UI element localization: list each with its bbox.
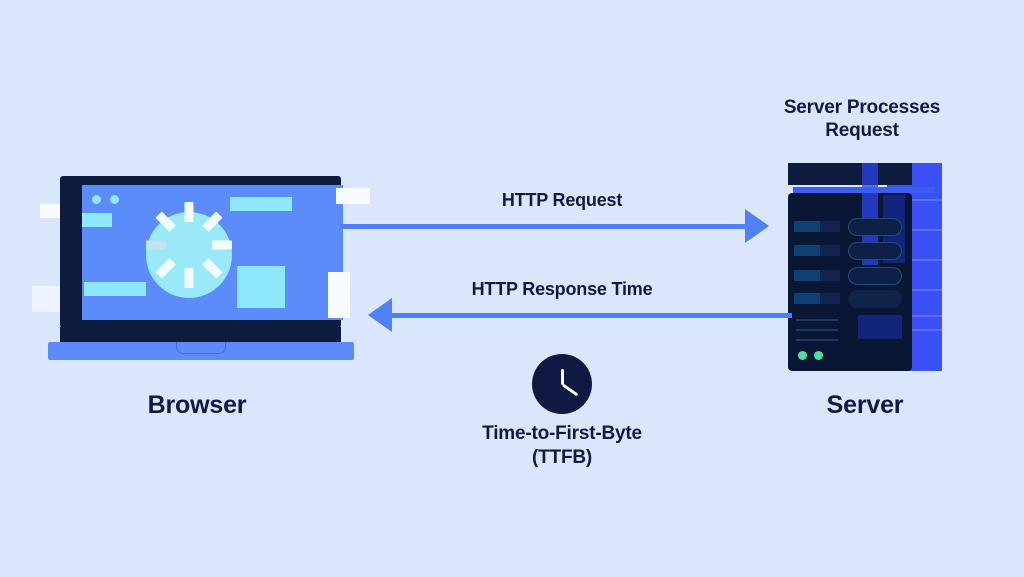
accent-streak <box>328 272 350 318</box>
loading-spinner-icon <box>146 202 232 298</box>
screen-placeholder-block <box>237 266 285 308</box>
arrow-head-left-icon <box>368 298 392 332</box>
accent-streak <box>336 188 370 204</box>
server-illustration <box>788 163 942 371</box>
server-label: Server <box>826 391 904 419</box>
server-status-led-icon <box>798 351 807 360</box>
laptop-base <box>48 342 354 360</box>
server-block <box>858 315 902 339</box>
server-accent-bar <box>793 187 935 193</box>
ttfb-label-line2: (TTFB) <box>532 447 592 468</box>
arrow-head-right-icon <box>745 209 769 243</box>
http-request-arrow <box>340 224 745 229</box>
browser-label: Browser <box>147 391 247 419</box>
http-request-label: HTTP Request <box>501 190 623 210</box>
laptop-bezel <box>60 176 343 328</box>
laptop-hinge <box>60 327 341 343</box>
server-status-led-icon <box>814 351 823 360</box>
clock-icon <box>532 354 592 414</box>
http-response-label: HTTP Response Time <box>471 279 653 299</box>
clock-hour-hand <box>560 369 564 385</box>
laptop-screen <box>82 185 343 320</box>
laptop-trackpad <box>176 342 226 354</box>
window-dot-icon <box>92 195 101 204</box>
server-top-unit <box>788 163 912 185</box>
http-response-arrow <box>392 313 792 318</box>
screen-placeholder-bar <box>230 197 292 211</box>
clock-minute-hand <box>561 383 578 397</box>
browser-illustration <box>32 176 370 362</box>
server-caption: Server Processes Request <box>783 97 941 142</box>
ttfb-label-line1: Time-to-First-Byte <box>482 423 642 444</box>
screen-placeholder-bar <box>82 213 112 227</box>
screen-placeholder-bar <box>84 282 146 296</box>
server-stripe <box>862 163 878 187</box>
server-body <box>788 193 912 371</box>
window-dot-icon <box>110 195 119 204</box>
